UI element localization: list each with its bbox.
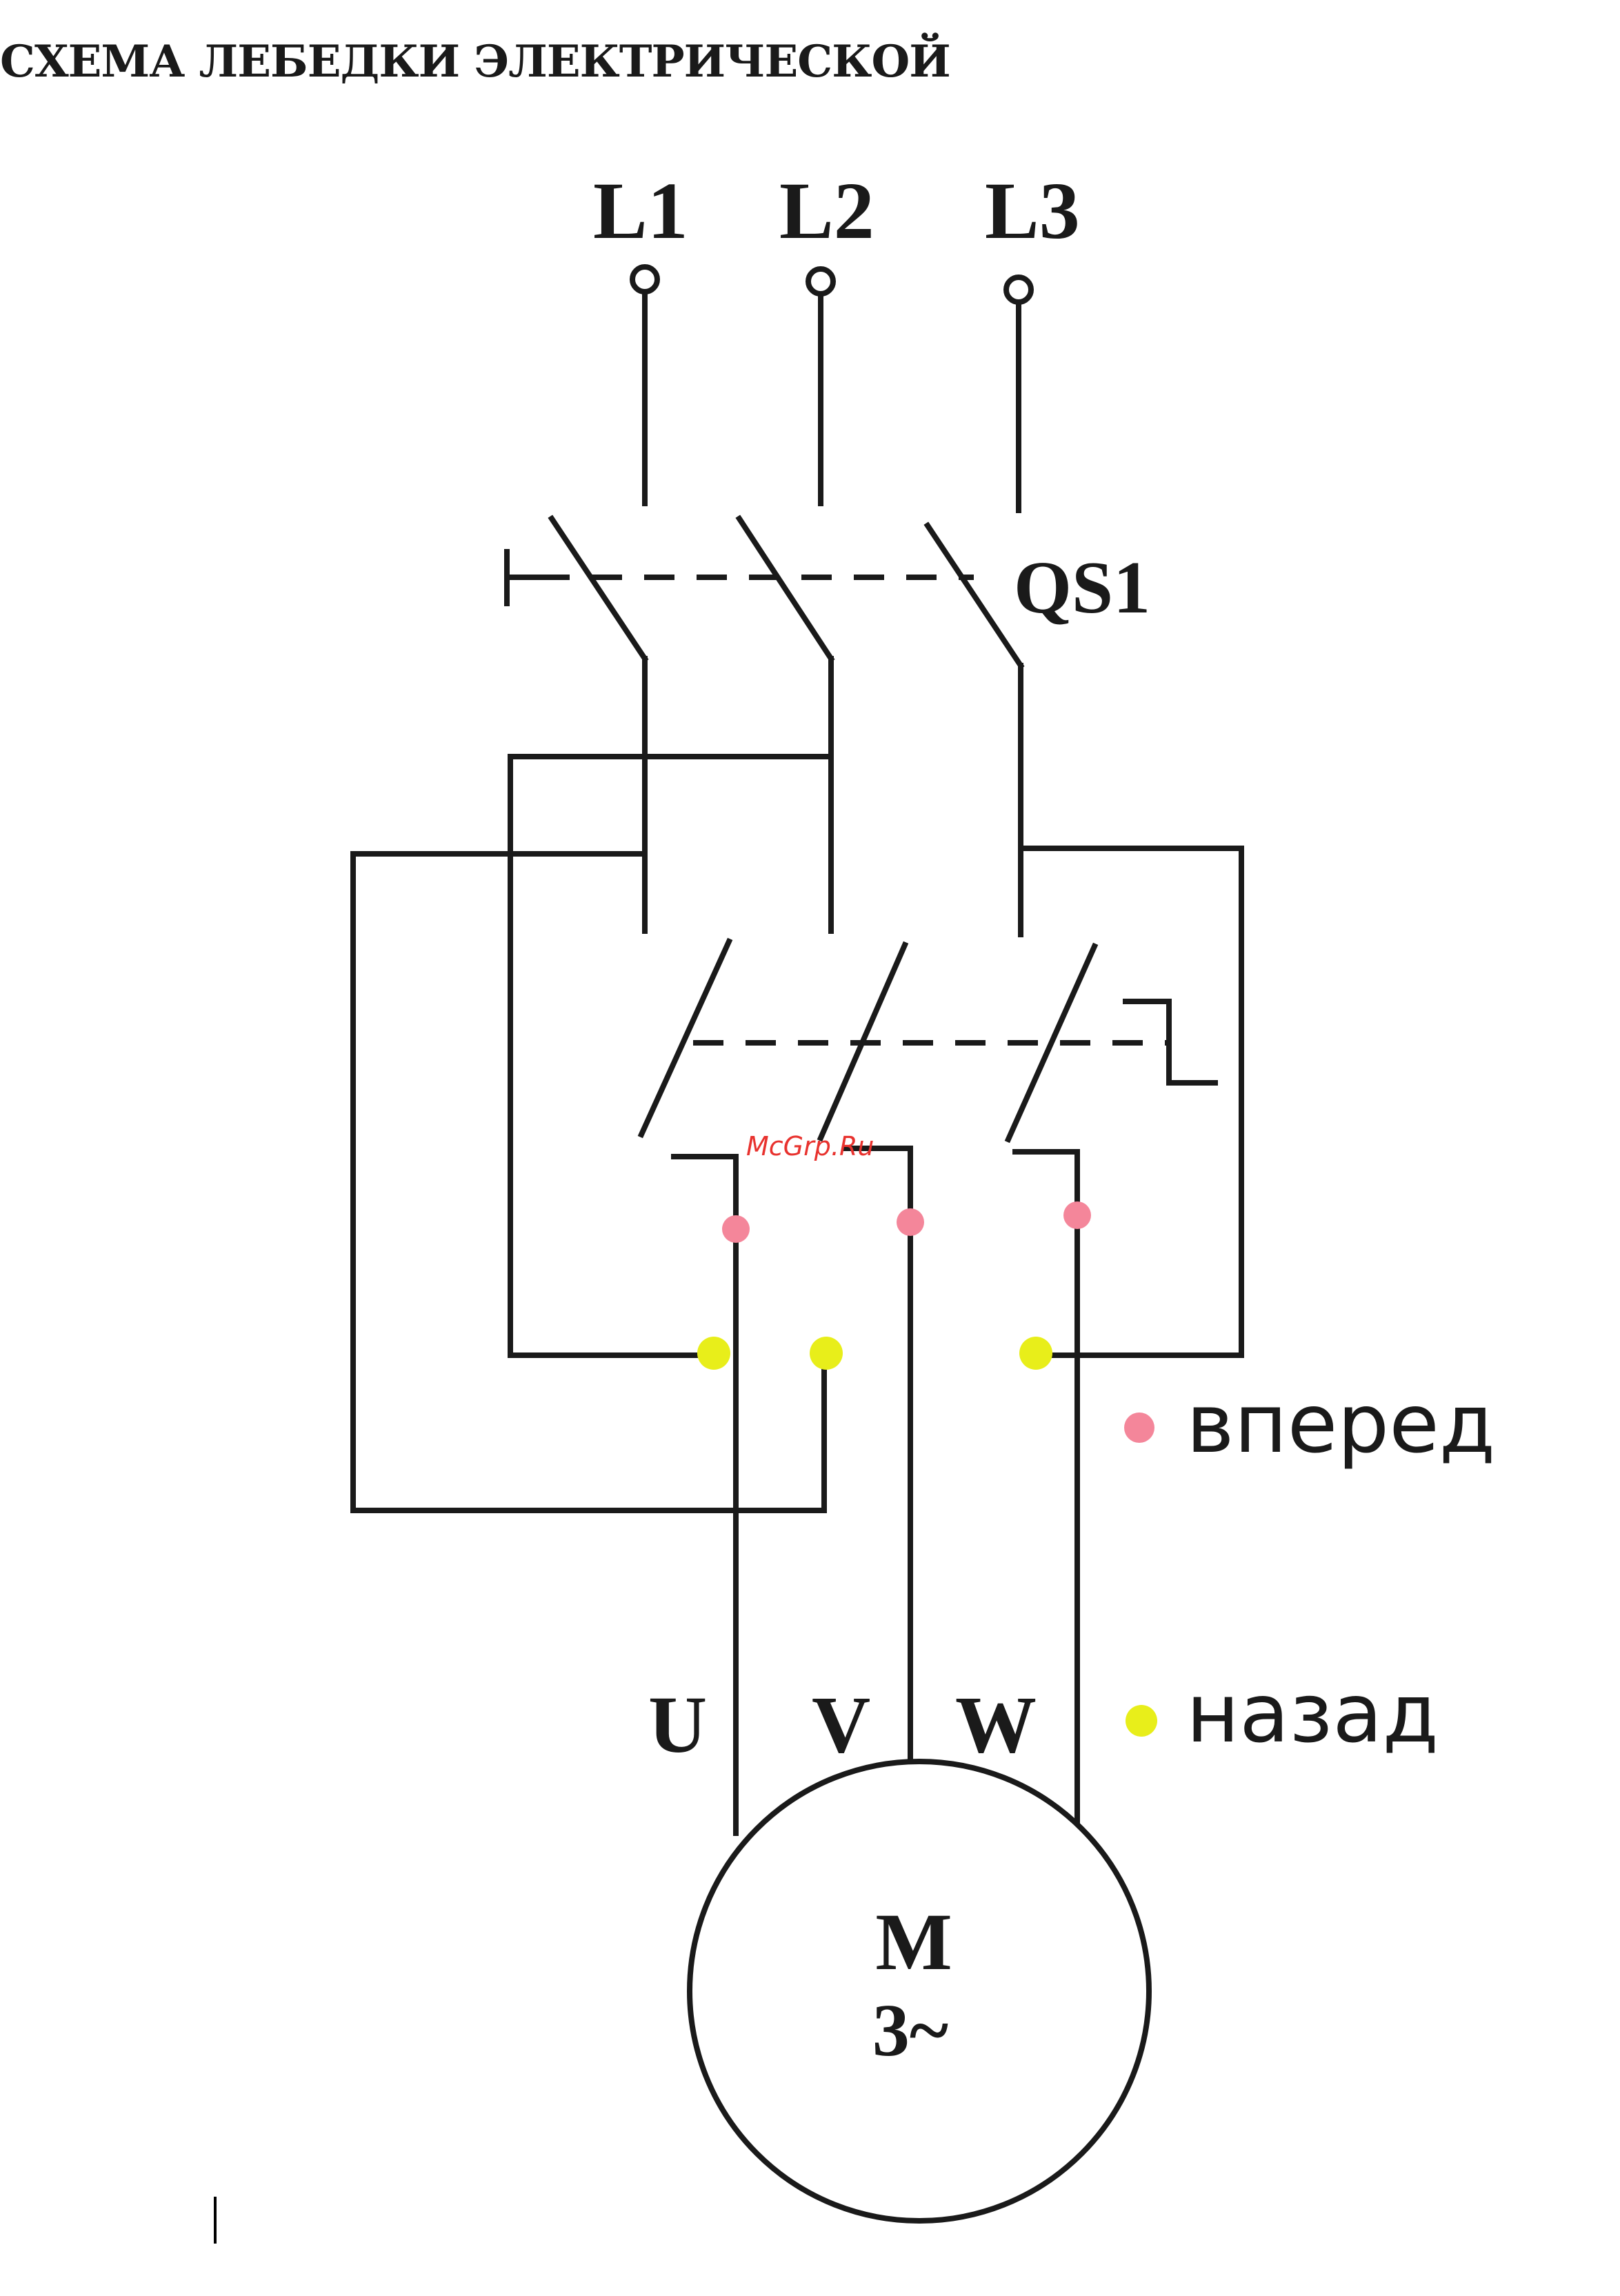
label-l3: L3 (985, 166, 1080, 256)
legend-forward-label: вперед (1186, 1376, 1495, 1471)
label-u: U (648, 1679, 707, 1770)
label-qs1: QS1 (1014, 547, 1150, 629)
reverse-loop-right (1021, 848, 1241, 1355)
reverse-point-1 (697, 1337, 730, 1370)
legend-reverse-label: назад (1186, 1666, 1439, 1761)
forward-point-u (722, 1215, 750, 1243)
qs1-blade-1 (552, 519, 645, 659)
motor-wire-v (846, 1148, 910, 1759)
watermark: McGrp.Ru (746, 1131, 874, 1161)
forward-point-w (1063, 1201, 1091, 1229)
qs1-blade-3 (928, 526, 1021, 666)
qs1-blade-2 (739, 519, 831, 659)
reverse-point-3 (1019, 1337, 1052, 1370)
legend-forward-dot (1124, 1412, 1154, 1443)
motor-label: M (875, 1897, 952, 1987)
label-l2: L2 (779, 166, 874, 256)
terminal-l1 (632, 267, 657, 292)
legend-reverse-dot (1126, 1705, 1157, 1737)
terminal-l2 (808, 269, 833, 294)
label-w: W (955, 1679, 1037, 1770)
contactor-blade-1 (641, 941, 729, 1135)
label-v: V (812, 1679, 870, 1770)
forward-point-v (897, 1208, 924, 1236)
reverse-point-2 (810, 1337, 843, 1370)
motor-sub-label: 3~ (872, 1990, 948, 2072)
reverse-loop-inner (510, 757, 831, 1355)
reverse-loop-outer (353, 854, 824, 1510)
terminal-l3 (1006, 277, 1031, 302)
label-l1: L1 (593, 166, 688, 256)
text-cursor (214, 2197, 217, 2244)
